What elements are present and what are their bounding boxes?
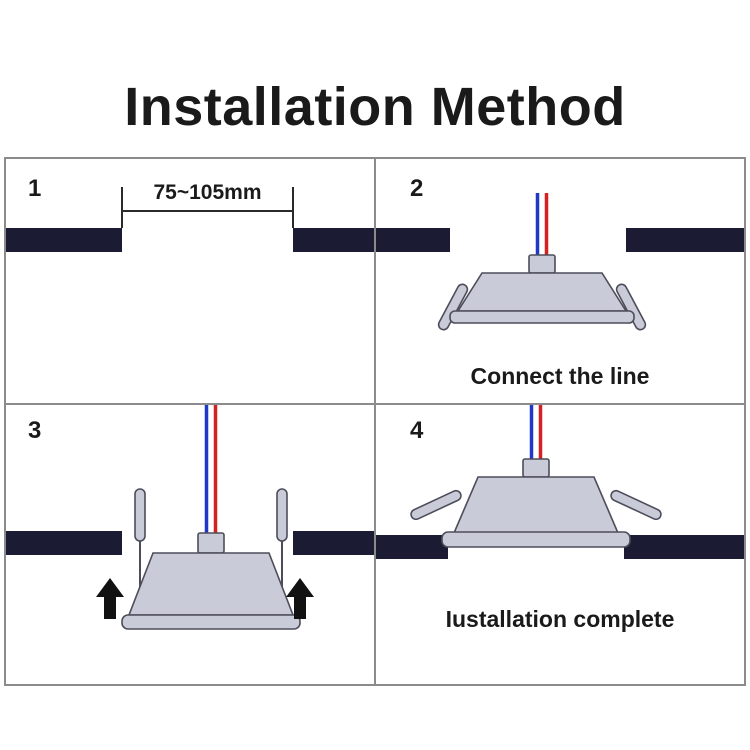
step-number-3: 3 [28, 417, 42, 444]
step-number-4: 4 [410, 417, 424, 444]
downlight-flange [121, 614, 301, 630]
step-4-caption: Iustallation complete [445, 606, 675, 632]
spring-clip-left-arm [410, 489, 462, 521]
downlight-body [127, 552, 295, 616]
downlight-body [452, 476, 620, 534]
step-2-diagram [376, 193, 744, 331]
wire-connector [528, 254, 556, 274]
step-3-panel: 3 [4, 403, 376, 686]
ceiling-bar-right [293, 531, 374, 555]
step-4-diagram [376, 405, 744, 559]
spring-clip-left-arm [437, 283, 469, 331]
ceiling-bar-right [626, 228, 744, 252]
ceiling-bar-left [376, 535, 448, 559]
page-title: Installation Method [124, 77, 626, 137]
ceiling-bar-right [293, 228, 374, 252]
step-1-diagram [6, 187, 374, 252]
spring-clip-right [610, 489, 662, 521]
wire-connector [522, 458, 550, 478]
spring-clip-right [615, 283, 647, 331]
ceiling-bar-right [624, 535, 744, 559]
downlight-flange [441, 531, 631, 548]
step-number-2: 2 [410, 175, 424, 202]
wire-connector [197, 532, 225, 554]
downlight-body [456, 272, 628, 312]
ceiling-bar-left [376, 228, 450, 252]
steps-grid: 1 75~105mm 2 Connect the line [4, 157, 746, 686]
spring-clip-right-arm [615, 283, 647, 331]
step-3-diagram [6, 405, 374, 630]
cutout-dimension-label: 75~105mm [153, 181, 262, 204]
spring-clip-left [134, 488, 146, 542]
spring-clip-right [276, 488, 288, 542]
step-2-panel: 2 Connect the line [374, 157, 746, 405]
spring-clip-left [437, 283, 469, 331]
step-1-panel: 1 75~105mm [4, 157, 376, 405]
step-2-caption: Connect the line [470, 363, 650, 389]
up-arrow-right-icon [286, 578, 314, 619]
ceiling-bar-left [6, 228, 122, 252]
step-4-panel: 4 Iustallation complete [374, 403, 746, 686]
up-arrow-left-icon [96, 578, 124, 619]
spring-clip-left [410, 489, 462, 521]
spring-clip-right-arm [610, 489, 662, 521]
step-number-1: 1 [28, 175, 42, 202]
ceiling-bar-left [6, 531, 122, 555]
downlight-flange [449, 310, 635, 324]
